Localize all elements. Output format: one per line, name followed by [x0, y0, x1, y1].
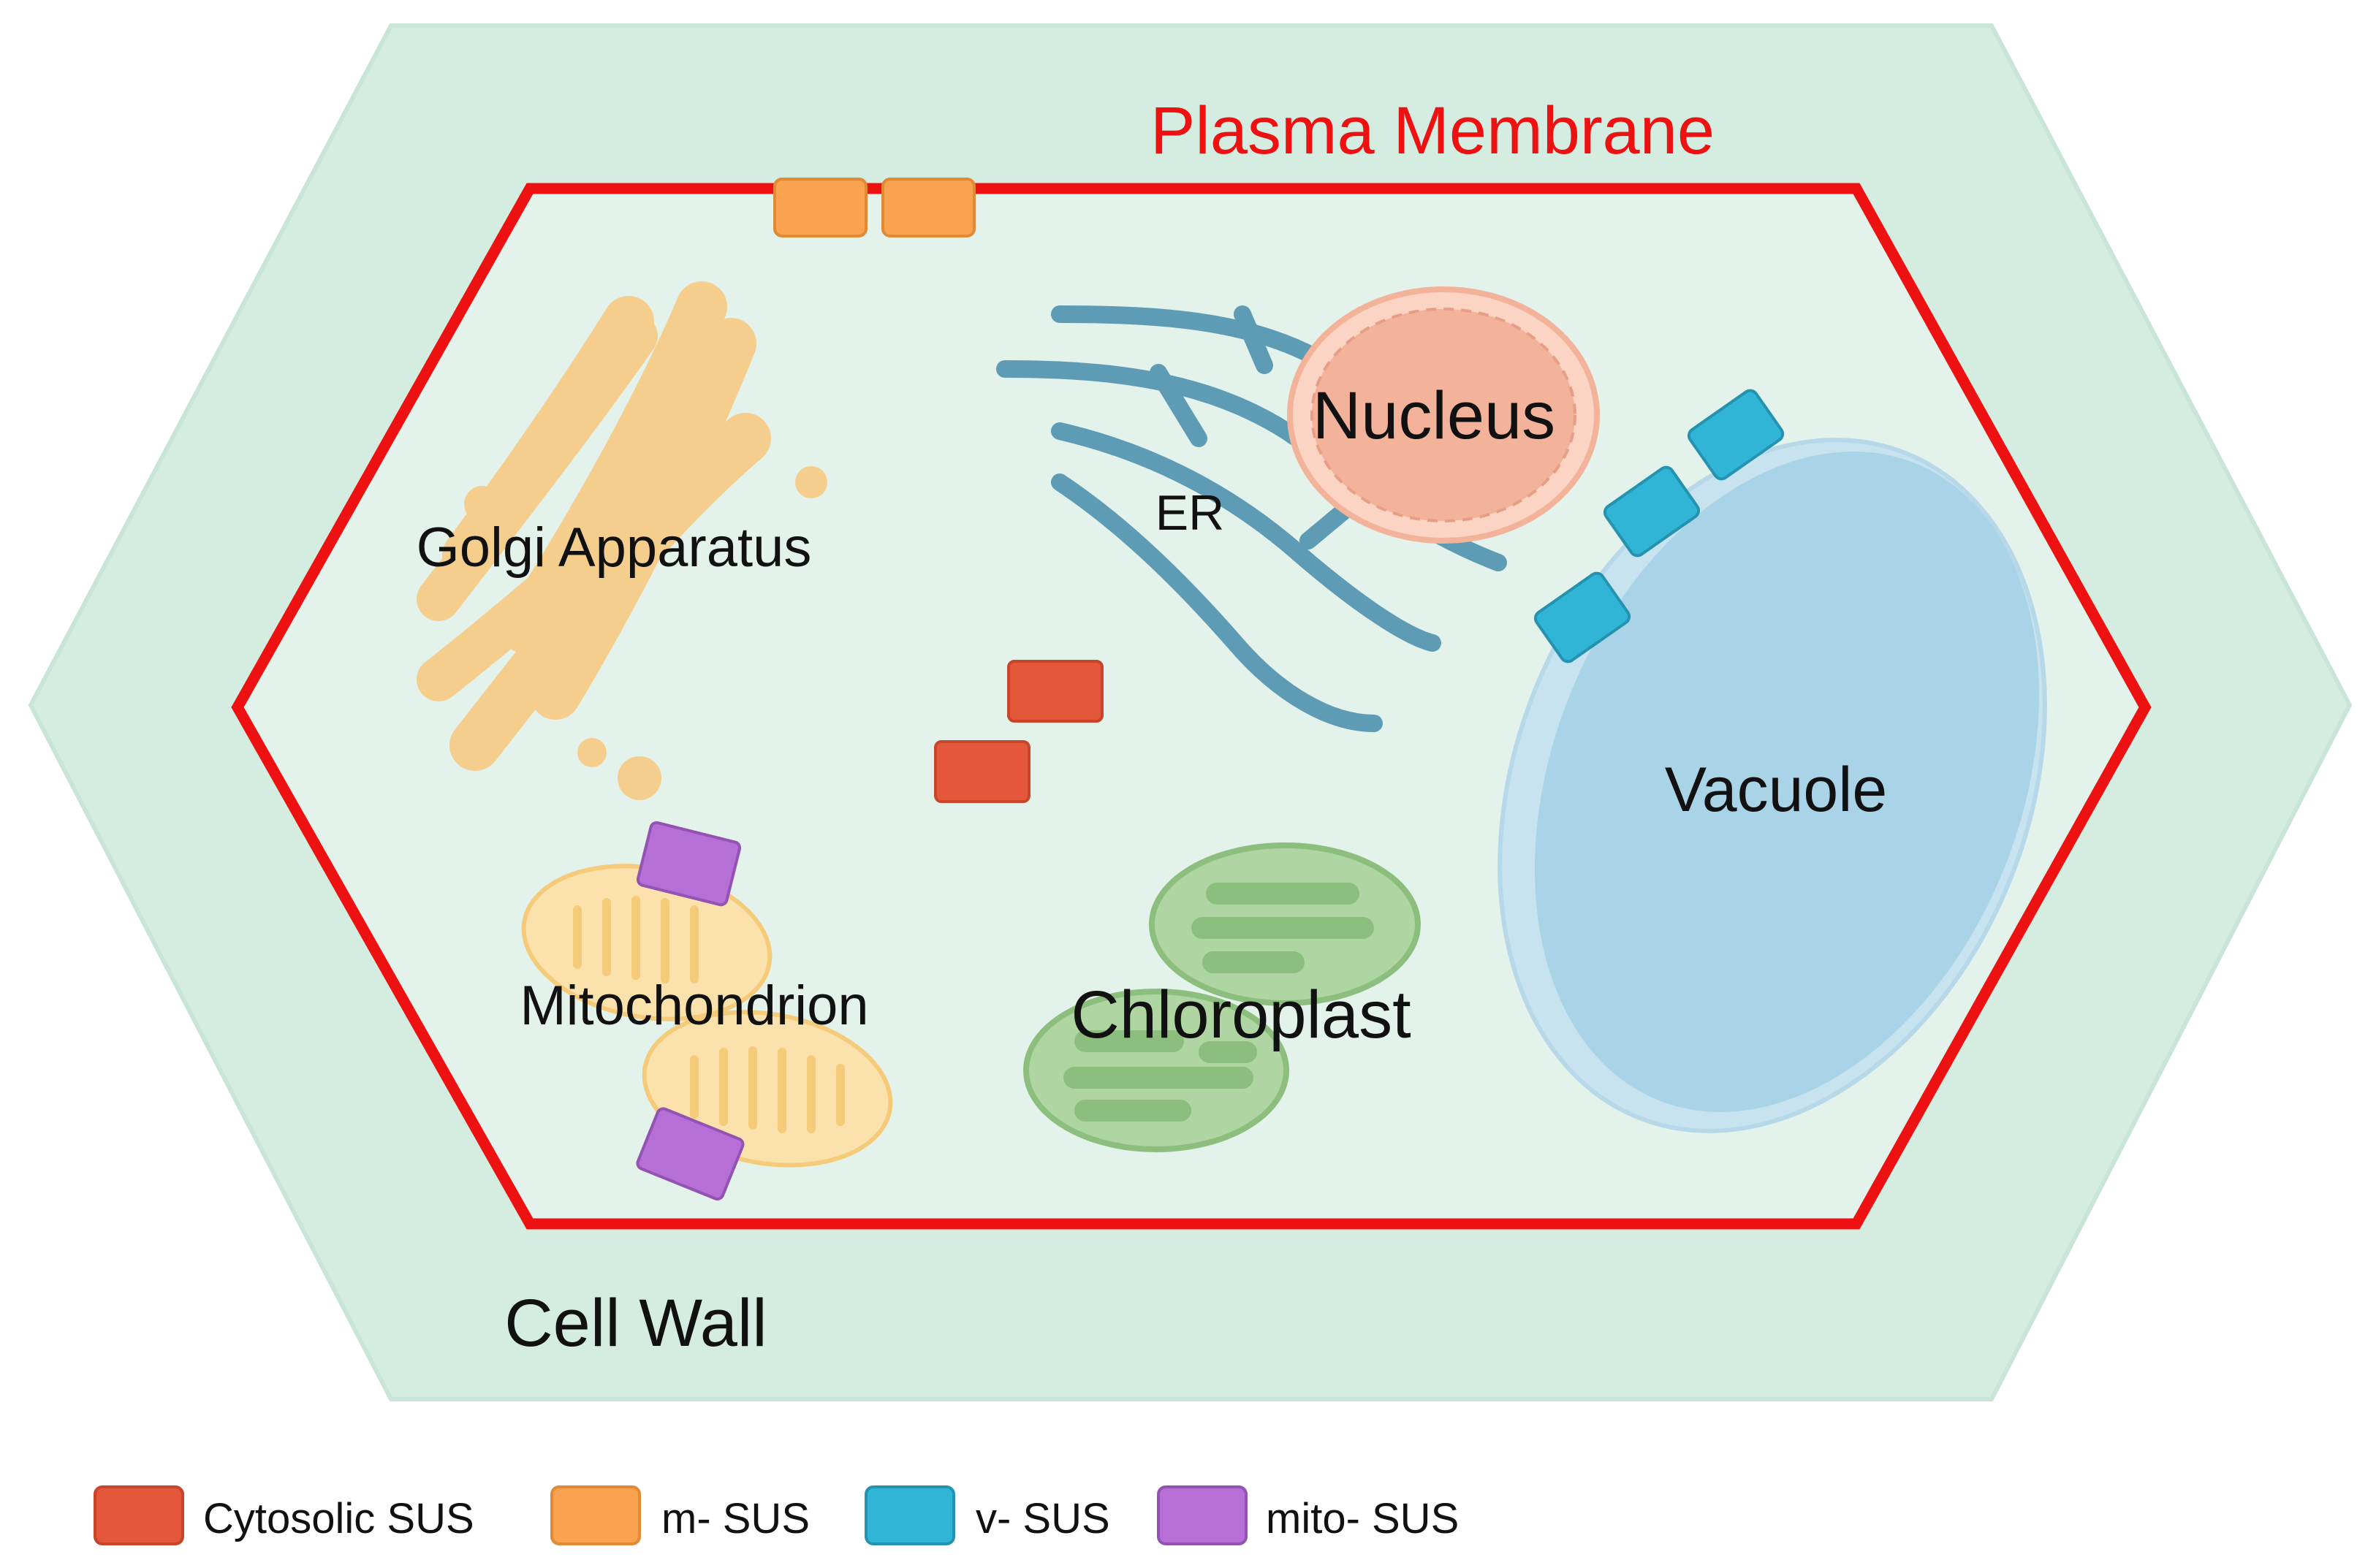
legend-swatch: [550, 1485, 641, 1545]
er-label: ER: [1155, 485, 1224, 541]
m-sus-group: [773, 178, 976, 237]
v-sus-group: [1533, 389, 1785, 663]
mito-sus-marker: [636, 821, 742, 907]
chloroplast-lower: [1023, 989, 1289, 1152]
plasma-membrane-label: Plasma Membrane: [1150, 94, 1715, 168]
nucleus: [1287, 286, 1600, 544]
mitochondrion-label: Mitochondrion: [520, 975, 868, 1037]
legend-item-v-sus: v- SUS: [865, 1485, 1110, 1545]
cytosolic-sus-marker: [934, 740, 1031, 803]
vacuole: [1498, 438, 2047, 1133]
legend-item-mito-sus: mito- SUS: [1157, 1485, 1459, 1545]
v-sus-marker: [1687, 389, 1785, 481]
legend-label: Cytosolic SUS: [203, 1495, 474, 1542]
golgi-label: Golgi Apparatus: [417, 517, 812, 579]
legend-swatch: [1157, 1485, 1248, 1545]
mito-sus-group: [636, 821, 745, 1200]
cytosolic-sus-group: [934, 660, 1104, 803]
golgi-apparatus: [417, 281, 827, 800]
legend-item-cytosolic-sus: Cytosolic SUS: [94, 1485, 474, 1545]
cell-wall-label: Cell Wall: [504, 1286, 767, 1360]
v-sus-marker: [1533, 571, 1631, 663]
v-sus-marker: [1603, 465, 1701, 557]
legend-label: mito- SUS: [1266, 1495, 1459, 1542]
m-sus-marker: [881, 178, 976, 237]
cytosolic-sus-marker: [1007, 660, 1104, 723]
vacuole-label: Vacuole: [1665, 755, 1887, 825]
chloroplast-label: Chloroplast: [1071, 978, 1411, 1052]
mito-sus-marker: [636, 1107, 745, 1200]
nucleus-label: Nucleus: [1313, 378, 1555, 453]
legend-label: v- SUS: [976, 1495, 1110, 1542]
chloroplasts: [1023, 842, 1421, 1152]
legend: Cytosolic SUS m- SUS v- SUS mito- SUS: [94, 1485, 1459, 1545]
legend-item-m-sus: m- SUS: [550, 1485, 810, 1545]
chloroplast-upper: [1149, 842, 1421, 1006]
legend-swatch: [865, 1485, 955, 1545]
m-sus-marker: [773, 178, 868, 237]
legend-swatch: [94, 1485, 184, 1545]
legend-label: m- SUS: [661, 1495, 810, 1542]
